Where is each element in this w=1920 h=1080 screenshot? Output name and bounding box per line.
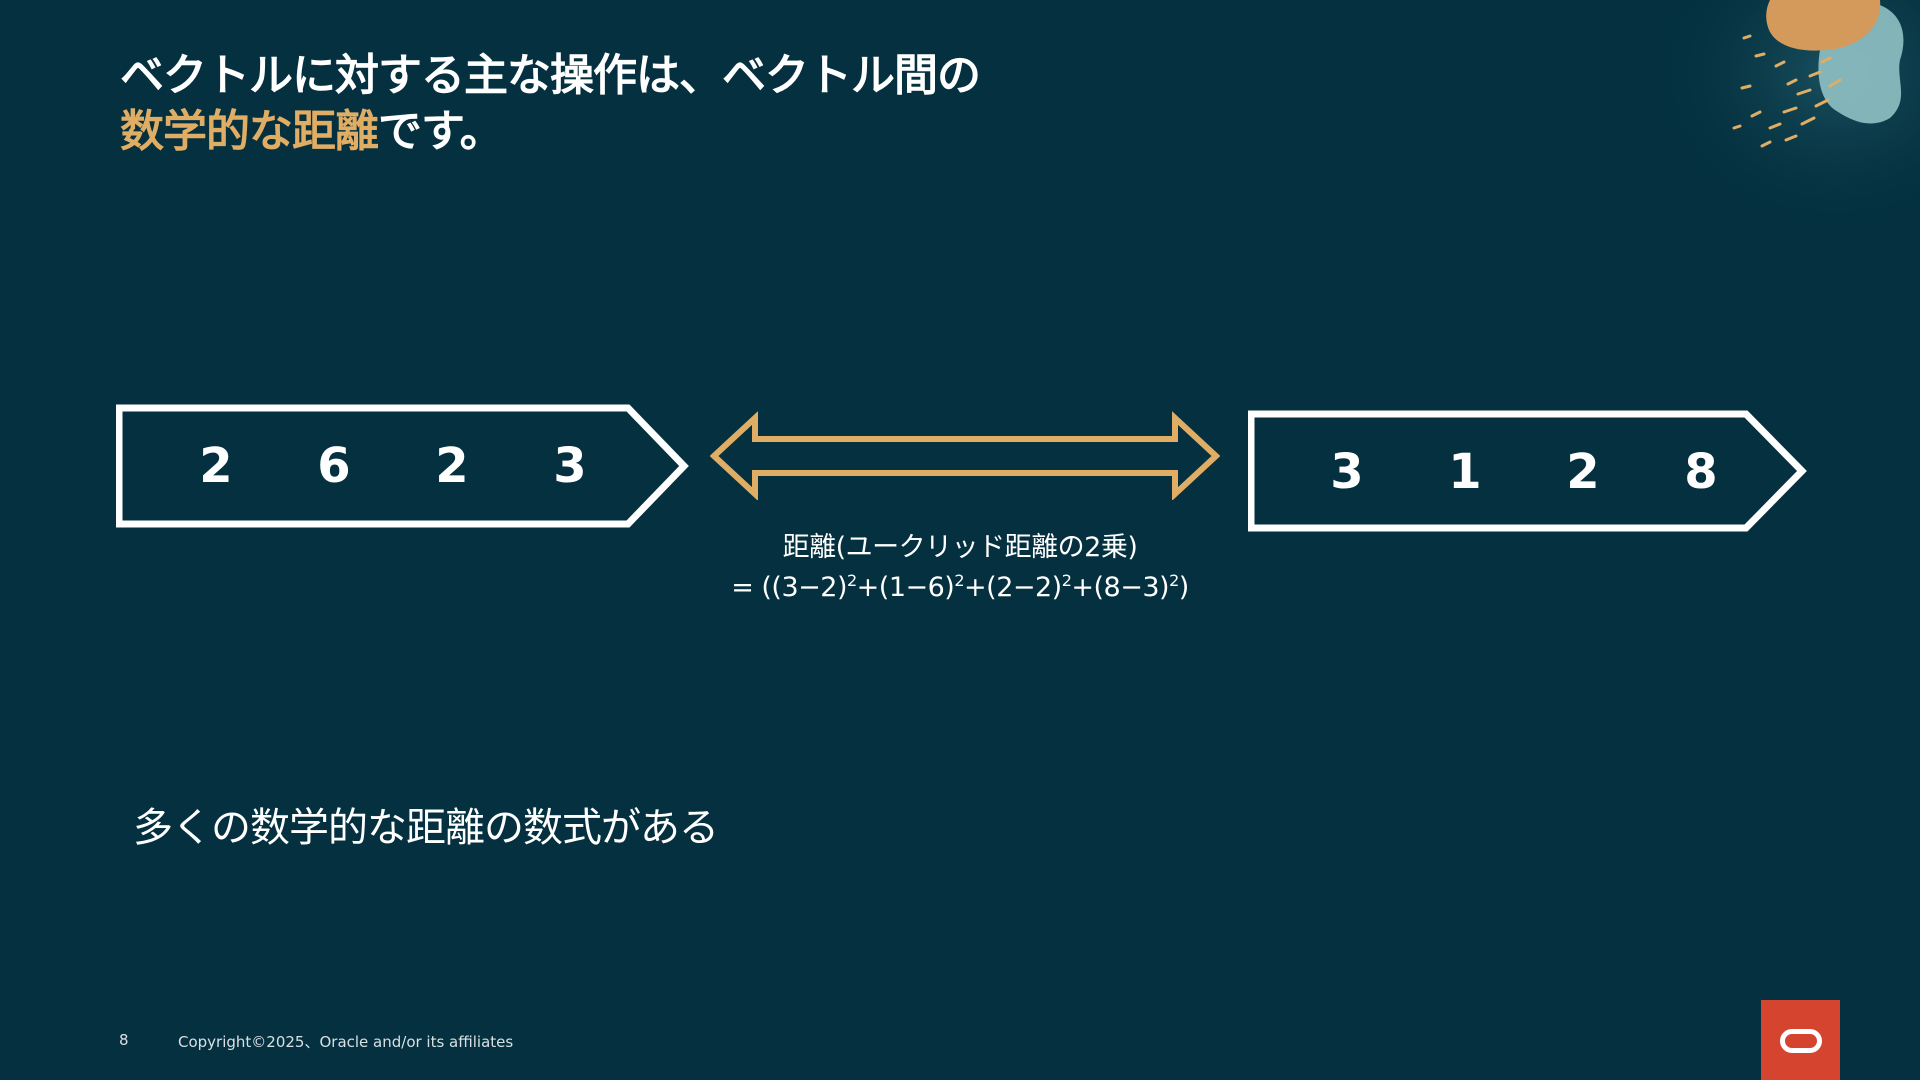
vector-a-box: 2 6 2 3 (116, 404, 690, 528)
equation-part: +(1−6) (856, 572, 955, 603)
note-text: 多くの数学的な距離の数式がある (133, 805, 719, 851)
vector-a-outline (116, 404, 689, 528)
equation-exponent: 2 (846, 571, 857, 590)
equation-exponent: 2 (1061, 571, 1072, 590)
equation-part: +(8−3) (1071, 572, 1170, 603)
vector-a-values: 2 6 2 3 (157, 434, 629, 498)
distance-label: 距離(ユークリッド距離の2乗) (782, 532, 1138, 563)
title-accent: 数学的な距離 (120, 106, 379, 157)
vector-a-value: 6 (317, 438, 351, 494)
distance-formula: 距離(ユークリッド距離の2乗) = ((3−2)2+(1−6)2+(2−2)2+… (700, 528, 1220, 608)
vector-b-value: 3 (1330, 444, 1364, 500)
vector-a-value: 2 (199, 438, 233, 494)
title-line-2: 数学的な距離です。 (120, 104, 980, 160)
equation-part: +(2−2) (964, 572, 1062, 603)
vector-b-box: 3 1 2 8 (1248, 410, 1808, 532)
vector-a-value: 3 (553, 438, 587, 494)
title-line-1: ベクトルに対する主な操作は、ベクトル間の (120, 50, 981, 101)
distance-equation: = ((3−2)2+(1−6)2+(2−2)2+(8−3)2) (700, 568, 1220, 608)
oracle-logo-icon (1761, 1000, 1840, 1080)
copyright-text: Copyright©2025、Oracle and/or its affilia… (178, 1033, 514, 1051)
vector-b-values: 3 1 2 8 (1288, 440, 1760, 504)
title-tail: です。 (378, 106, 504, 157)
vector-b-value: 8 (1684, 444, 1718, 500)
vector-b-value: 1 (1448, 444, 1482, 500)
slide-title: ベクトルに対する主な操作は、ベクトル間の 数学的な距離です。 (120, 48, 981, 160)
decorative-illustration-icon (1640, 0, 1920, 240)
vector-b-outline (1248, 410, 1807, 532)
equation-exponent: 2 (1169, 571, 1179, 590)
equation-part: = ((3−2) (731, 572, 847, 603)
vector-b-value: 2 (1566, 444, 1600, 500)
equation-part: ) (1178, 572, 1190, 603)
equation-exponent: 2 (954, 571, 965, 590)
logo-ring (1780, 1029, 1822, 1053)
double-arrow-icon (710, 411, 1220, 500)
page-number: 8 (119, 1031, 129, 1049)
vector-a-value: 2 (435, 438, 469, 494)
